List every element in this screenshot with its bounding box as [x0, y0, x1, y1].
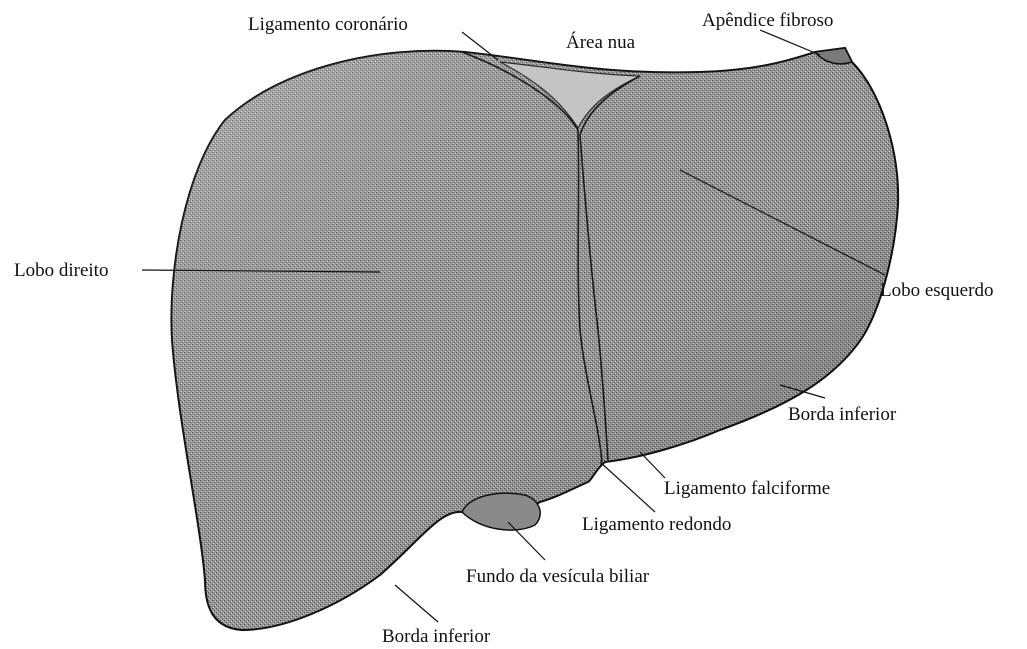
leader-ligamento-falciforme [640, 452, 665, 478]
label-area-nua: Área nua [566, 31, 636, 53]
label-lobo-direito: Lobo direito [14, 260, 108, 281]
leader-ligamento-redondo [600, 462, 655, 512]
leader-borda-inferior-direita [395, 585, 438, 622]
label-borda-inferior-esquerda: Borda inferior [788, 404, 897, 425]
leader-apendice-fibroso [760, 30, 820, 55]
label-lobo-esquerdo: Lobo esquerdo [880, 280, 993, 301]
label-apendice-fibroso: Apêndice fibroso [702, 10, 833, 31]
label-ligamento-falciforme: Ligamento falciforme [664, 478, 830, 499]
label-ligamento-redondo: Ligamento redondo [582, 514, 731, 535]
label-ligamento-coronario: Ligamento coronário [248, 14, 408, 35]
liver-shading [171, 48, 898, 630]
label-fundo-vesicula: Fundo da vesícula biliar [466, 566, 650, 587]
liver-illustration [171, 48, 898, 630]
label-borda-inferior-direita: Borda inferior [382, 626, 491, 647]
